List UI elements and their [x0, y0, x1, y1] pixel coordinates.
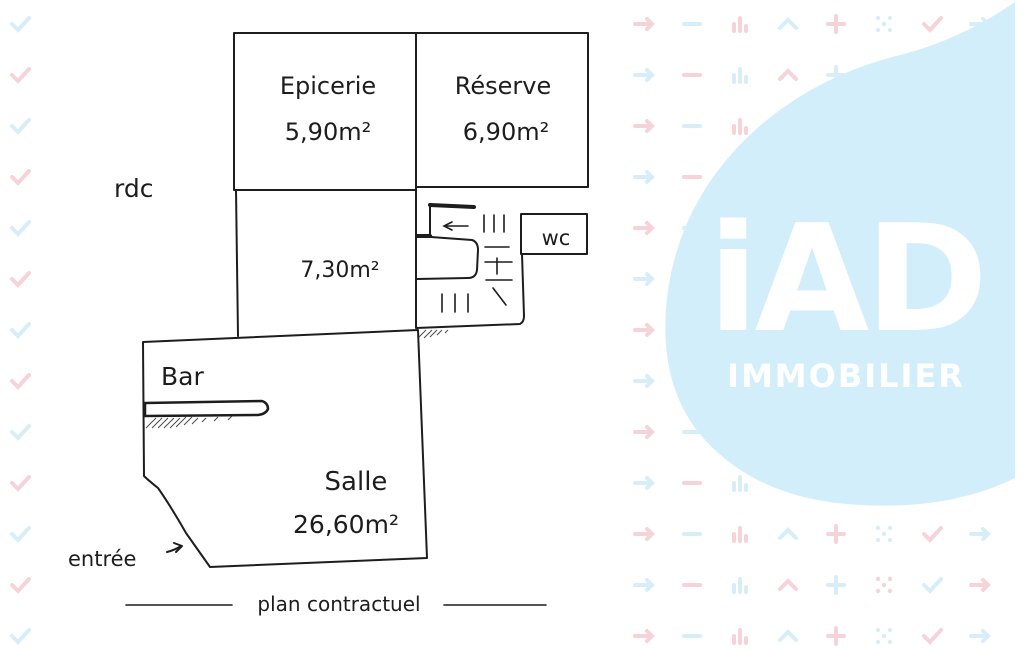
plan-sheet [52, 14, 607, 644]
check-icon [10, 169, 31, 186]
arrow-icon [633, 374, 655, 388]
chev-icon [778, 578, 798, 591]
check-icon [10, 628, 31, 645]
arrow-icon [633, 221, 655, 235]
room-reserve [415, 32, 589, 188]
logo-brand: iAD [708, 193, 984, 365]
bars-icon [732, 526, 748, 543]
room-salle-area: 26,60m² [293, 510, 399, 539]
bars-icon [732, 475, 748, 492]
chev-icon [778, 68, 798, 81]
bars-icon [732, 67, 748, 84]
chev-icon [778, 17, 798, 30]
room-middle [235, 189, 239, 337]
check-icon [922, 577, 943, 594]
arrow-icon [969, 527, 991, 541]
room-epicerie-name: Epicerie [280, 72, 376, 100]
bar-counter [143, 399, 270, 418]
bar-hatch [145, 415, 233, 429]
arrow-icon [633, 425, 655, 439]
room-reserve-name: Réserve [455, 72, 551, 100]
check-icon [10, 220, 31, 237]
dots-icon [875, 525, 893, 543]
plus-icon [826, 575, 846, 595]
room-salle-name: Salle [325, 467, 388, 497]
room-reserve-area: 6,90m² [463, 118, 549, 146]
arrow-icon [633, 68, 655, 82]
check-icon [922, 16, 943, 33]
stair-landing-wall [415, 203, 476, 238]
room-salle [142, 329, 428, 568]
stair-hatch [417, 329, 449, 339]
check-icon [10, 322, 31, 339]
logo-blob [665, 2, 1015, 506]
arrow-icon [633, 119, 655, 133]
entrance-label: entrée [68, 547, 136, 571]
bars-icon [732, 628, 748, 645]
stair-well [416, 235, 479, 280]
bars-icon [732, 118, 748, 135]
arrow-icon [969, 578, 991, 592]
room-middle-area: 7,30m² [300, 258, 379, 283]
plus-icon [826, 14, 846, 34]
check-icon [10, 67, 31, 84]
level-label: rdc [114, 174, 153, 203]
check-icon [10, 373, 31, 390]
dots-icon [875, 627, 893, 645]
plan-caption: plan contractuel [257, 592, 420, 616]
check-icon [10, 526, 31, 543]
arrow-icon [969, 629, 991, 643]
check-icon [922, 628, 943, 645]
chev-icon [778, 527, 798, 540]
room-wc-label: wc [542, 226, 571, 250]
plus-icon [826, 524, 846, 544]
chev-icon [778, 629, 798, 642]
check-icon [10, 271, 31, 288]
arrow-icon [633, 629, 655, 643]
arrow-icon [633, 578, 655, 592]
room-bar-name: Bar [161, 362, 204, 391]
check-icon [10, 16, 31, 33]
arrow-icon [633, 17, 655, 31]
bars-icon [732, 16, 748, 33]
bars-icon [732, 577, 748, 594]
check-icon [10, 475, 31, 492]
arrow-icon [633, 272, 655, 286]
stairs [415, 189, 525, 329]
check-icon [922, 526, 943, 543]
arrow-icon [633, 170, 655, 184]
check-icon [10, 577, 31, 594]
stair-treads [441, 214, 513, 313]
arrow-icon [633, 527, 655, 541]
room-wc [520, 213, 588, 255]
dots-icon [875, 576, 893, 594]
arrow-icon [633, 476, 655, 490]
check-icon [10, 424, 31, 441]
room-epicerie-area: 5,90m² [285, 118, 371, 146]
dots-icon [875, 15, 893, 33]
plus-icon [826, 626, 846, 646]
arrow-icon [633, 323, 655, 337]
check-icon [10, 118, 31, 135]
logo-sub: IMMOBILIER [727, 357, 965, 395]
entrance-arrowhead [173, 542, 183, 553]
